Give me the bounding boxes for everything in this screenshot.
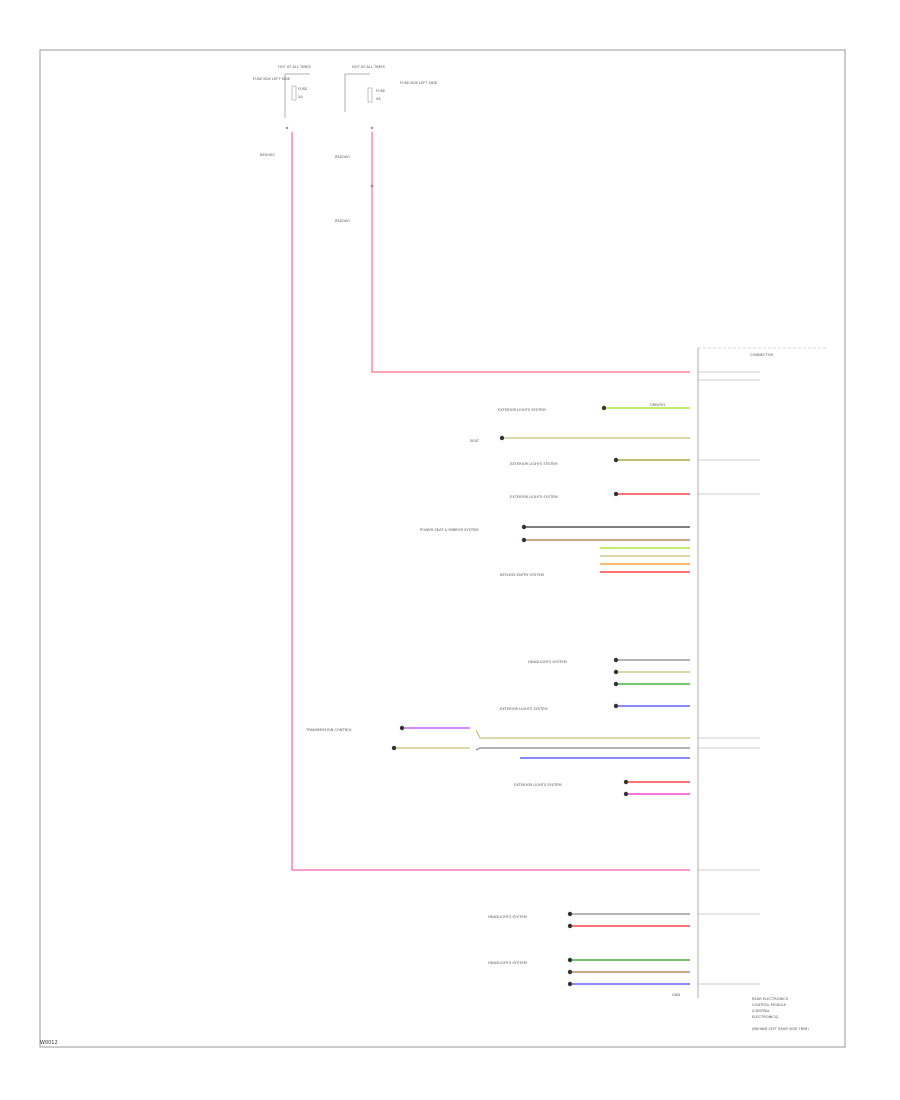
fuse-2-terminal: [370, 126, 374, 130]
fuse-2-wire-label: RED/VIO: [335, 155, 350, 159]
module-header: CONNECTOR: [750, 353, 774, 357]
circuit-8-dest: EXTERIOR LIGHTS SYSTEM: [500, 707, 548, 711]
module-caption-3: (CENTRAL: [752, 1009, 770, 1013]
fuse-block-1-header: HOT AT ALL TIMES: [278, 65, 312, 69]
fuse-block-2-amp: 5A: [376, 97, 381, 101]
wire-fuse-1-to-module: [291, 132, 690, 871]
fuse-block-2: HOT AT ALL TIMES FUSE 5A FUSE BOX LEFT S…: [335, 65, 438, 223]
circuit-1-wire: GRN/YEL: [650, 403, 666, 407]
circuit-9-dest: TRANSMISSION CONTROL: [305, 728, 352, 732]
circuit-4-dest: EXTERIOR LIGHTS SYSTEM: [510, 495, 558, 499]
circuit-6: KEYLESS ENTRY SYSTEM: [500, 547, 690, 577]
module-caption-2: CONTROL MODULE: [752, 1003, 787, 1007]
circuit-3: EXTERIOR LIGHTS SYSTEM: [510, 457, 690, 466]
circuit-10: EXTERIOR LIGHTS SYSTEM: [514, 779, 690, 797]
circuit-1-dest: EXTERIOR LIGHTS SYSTEM: [498, 408, 546, 412]
fuse-2-wire-label-2: RED/VIO: [335, 219, 350, 223]
module-right-stubs: [698, 371, 760, 985]
fuse-block-1: HOT AT ALL TIMES FUSE BOX LEFT SIDE FUSE…: [253, 65, 312, 157]
fuse-1-terminal: [285, 126, 289, 130]
fuse-1-symbol: [291, 85, 297, 101]
fuse-block-2-header: HOT AT ALL TIMES: [352, 65, 386, 69]
fuse-1-wire-label: RED/VIO: [260, 153, 275, 157]
frame-id: W0012: [40, 1040, 58, 1046]
circuit-7-dest: HEADLIGHTS SYSTEM: [528, 660, 567, 664]
module-caption-4: ELECTRONICS): [752, 1015, 779, 1019]
circuit-9: TRANSMISSION CONTROL: [305, 725, 690, 759]
circuit-7: HEADLIGHTS SYSTEM: [528, 657, 690, 687]
fuse-2-symbol: [367, 87, 373, 103]
circuit-5-dest: POWER SEAT & MIRROR SYSTEM: [420, 528, 478, 532]
module-caption-1: REAR ELECTRONICS: [752, 997, 789, 1001]
fuse-block-1-label: FUSE BOX LEFT SIDE: [253, 77, 291, 81]
circuit-11-dest: HEADLIGHTS SYSTEM: [488, 915, 527, 919]
branch-circuits: EXTERIOR LIGHTS SYSTEM GRN/YEL SEAT EXTE…: [305, 403, 690, 987]
circuit-2-dest: SEAT: [470, 439, 480, 443]
module-caption-5: (BEHIND LEFT REAR SIDE TRIM): [752, 1027, 809, 1031]
circuit-3-dest: EXTERIOR LIGHTS SYSTEM: [510, 462, 558, 466]
fuse-block-1-fuse: FUSE: [298, 87, 308, 91]
module-connector: CONNECTOR GND REAR ELECTRONICS CONTROL M…: [672, 347, 828, 1031]
circuit-2: SEAT: [470, 435, 690, 443]
module-ground: GND: [672, 993, 680, 997]
circuit-1: EXTERIOR LIGHTS SYSTEM GRN/YEL: [498, 403, 690, 412]
circuit-4: EXTERIOR LIGHTS SYSTEM: [510, 491, 690, 499]
wire-fuse-2-to-module: [371, 132, 690, 373]
circuit-12: HEADLIGHTS SYSTEM: [488, 957, 690, 987]
circuit-10-dest: EXTERIOR LIGHTS SYSTEM: [514, 783, 562, 787]
circuit-12-dest: HEADLIGHTS SYSTEM: [488, 961, 527, 965]
circuit-6-dest: KEYLESS ENTRY SYSTEM: [500, 573, 544, 577]
fuse-block-2-label: FUSE BOX LEFT SIDE: [400, 81, 438, 85]
circuit-8: EXTERIOR LIGHTS SYSTEM: [500, 703, 690, 711]
circuit-5: POWER SEAT & MIRROR SYSTEM: [420, 524, 690, 543]
fuse-block-1-amp: 5A: [298, 95, 303, 99]
circuit-11: HEADLIGHTS SYSTEM: [488, 911, 690, 929]
fuse-block-2-fuse: FUSE: [376, 89, 386, 93]
diagram-frame: [39, 49, 846, 1048]
